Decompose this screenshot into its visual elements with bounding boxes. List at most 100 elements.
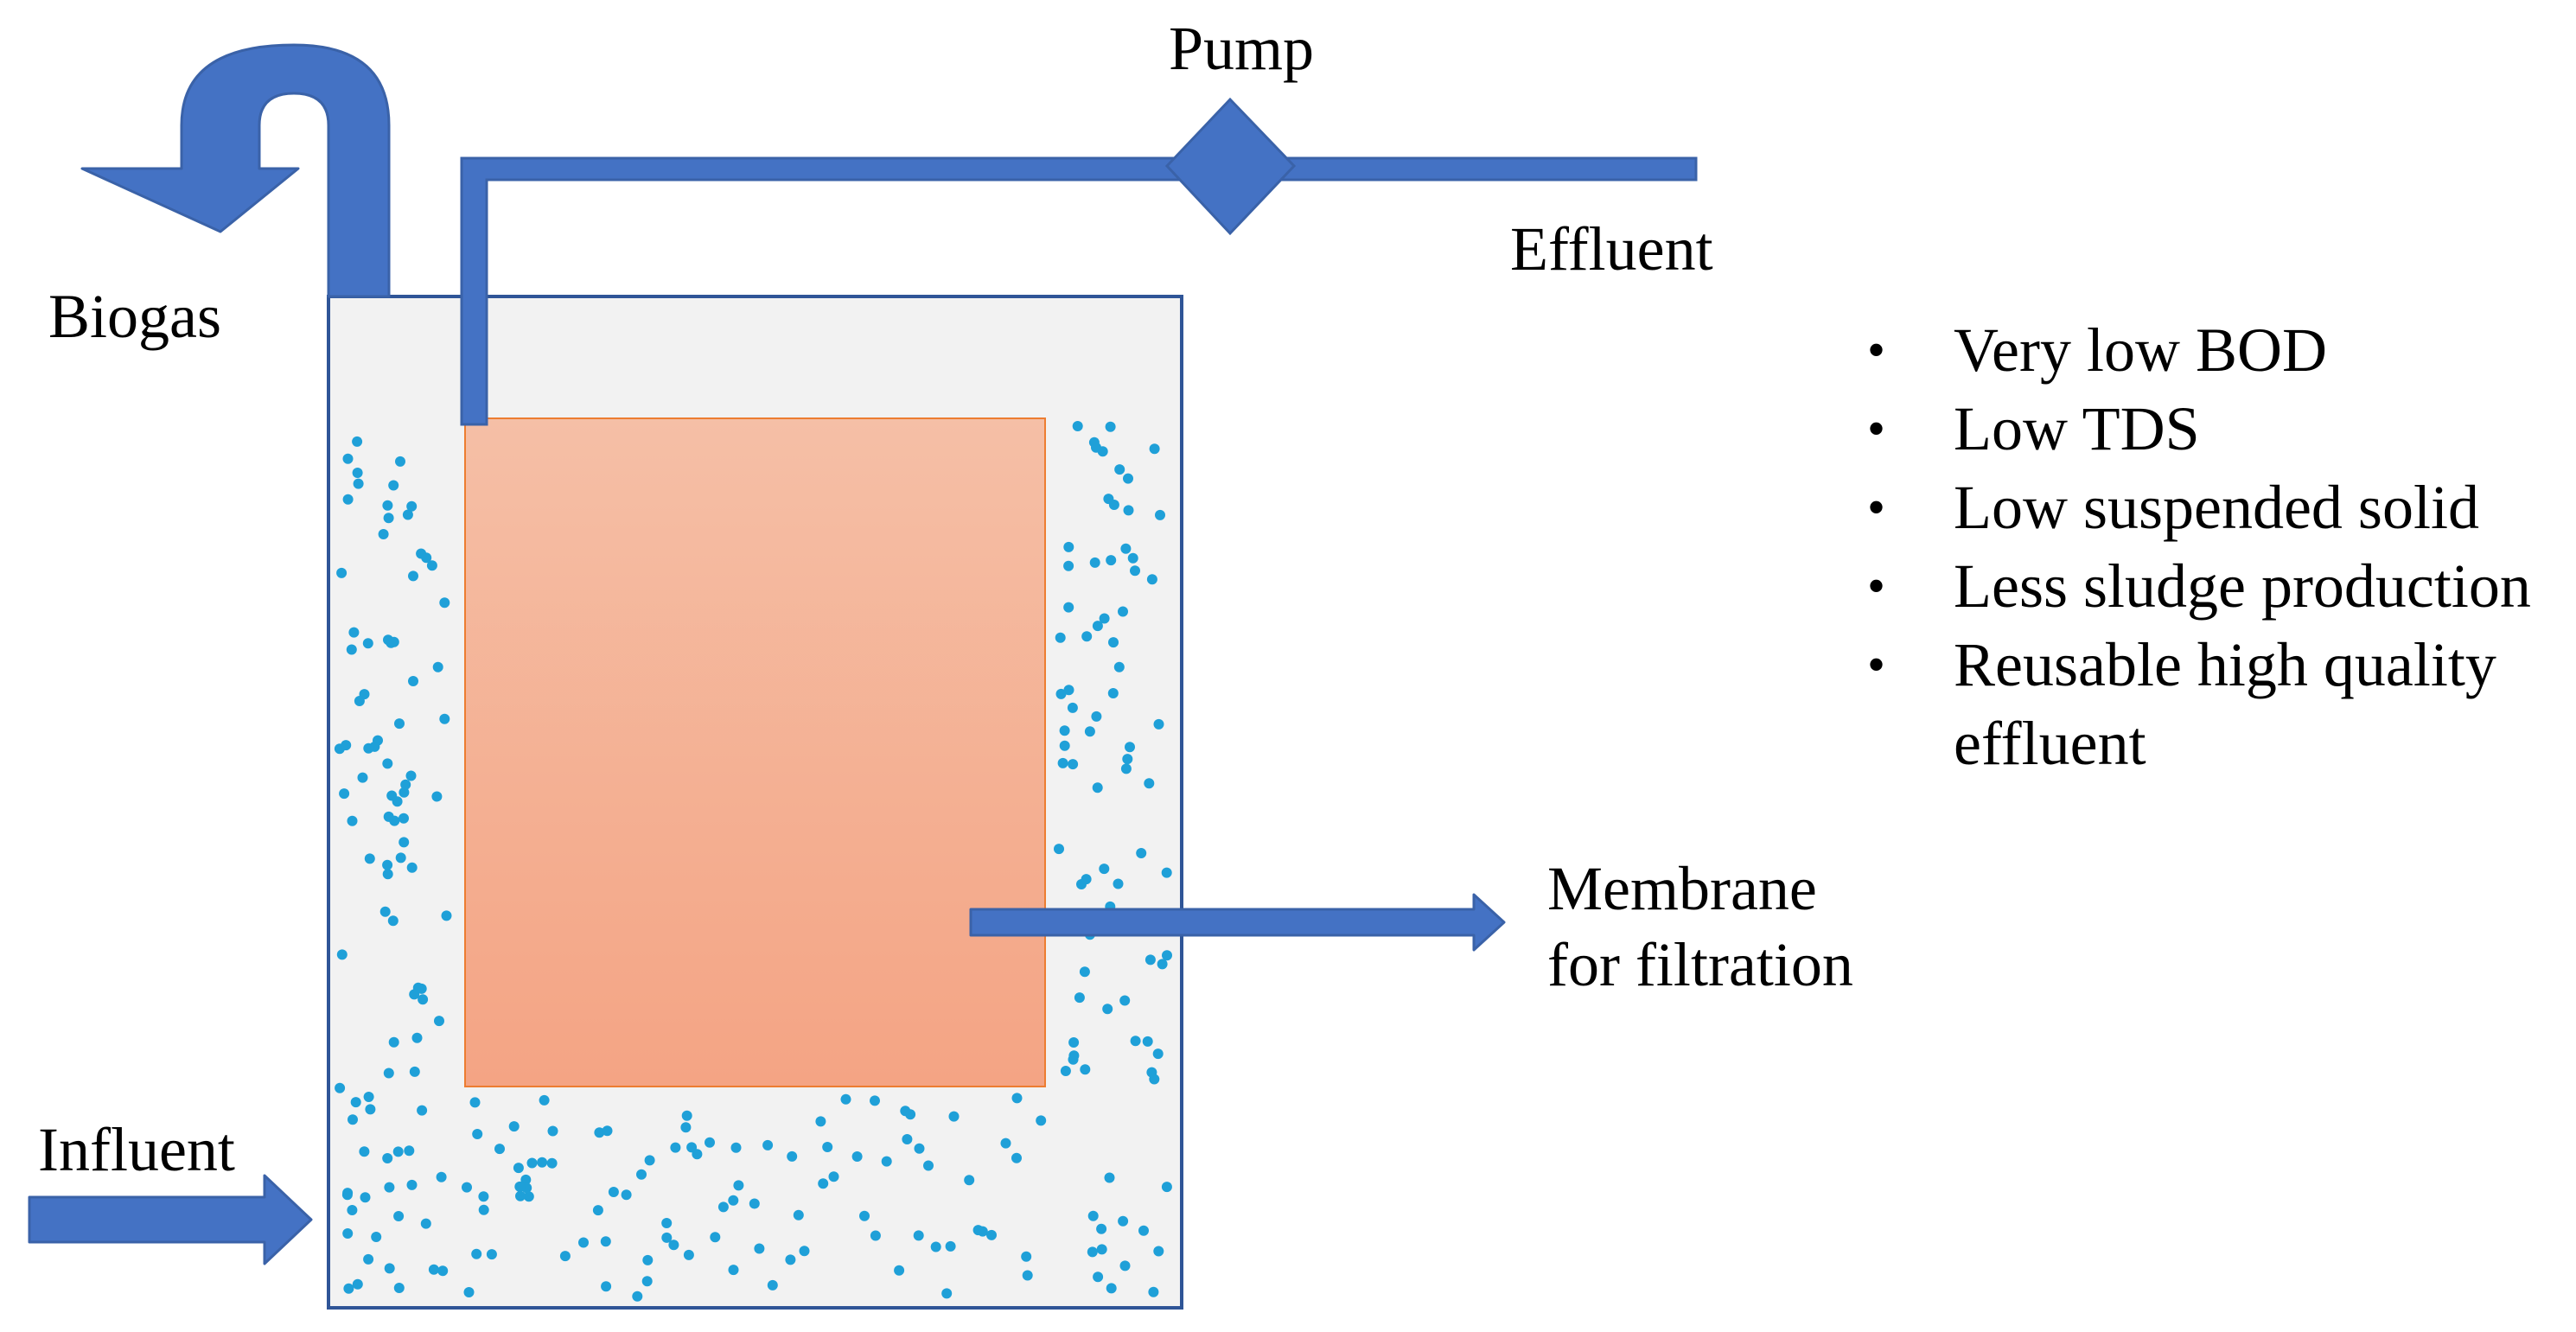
sludge-particle bbox=[1011, 1093, 1023, 1104]
sludge-particle bbox=[1079, 966, 1090, 978]
sludge-particle bbox=[728, 1195, 739, 1206]
membrane-label: Membrane for filtration bbox=[1547, 851, 2066, 1003]
sludge-particle bbox=[352, 1278, 363, 1290]
sludge-particle bbox=[1155, 509, 1165, 520]
sludge-particle bbox=[348, 627, 360, 638]
sludge-particle bbox=[1118, 606, 1128, 617]
sludge-particle bbox=[1108, 637, 1119, 648]
sludge-particle bbox=[754, 1243, 765, 1254]
sludge-particle bbox=[363, 1092, 374, 1102]
sludge-particle bbox=[1125, 742, 1135, 753]
sludge-particle bbox=[1081, 631, 1093, 642]
sludge-particle bbox=[1068, 759, 1079, 770]
sludge-particle bbox=[1059, 725, 1070, 736]
sludge-particle bbox=[1080, 1064, 1091, 1075]
sludge-particle bbox=[859, 1210, 870, 1221]
sludge-particle bbox=[767, 1279, 778, 1291]
sludge-particle bbox=[608, 1187, 619, 1197]
sludge-particle bbox=[406, 500, 418, 512]
sludge-particle bbox=[353, 478, 364, 489]
sludge-particle bbox=[1091, 711, 1102, 722]
sludge-particle bbox=[441, 910, 452, 921]
sludge-particle bbox=[1130, 565, 1140, 577]
sludge-particle bbox=[486, 1249, 497, 1260]
sludge-particle bbox=[787, 1150, 798, 1162]
sludge-particle bbox=[463, 1287, 475, 1297]
sludge-particle bbox=[1093, 1271, 1104, 1283]
pump-icon bbox=[1164, 97, 1297, 236]
membrane-module bbox=[464, 417, 1046, 1087]
sludge-particle bbox=[539, 1094, 550, 1106]
sludge-particle bbox=[471, 1248, 482, 1259]
sludge-particle bbox=[394, 718, 405, 730]
sludge-particle bbox=[411, 1032, 423, 1043]
sludge-particle bbox=[686, 1142, 698, 1153]
sludge-particle bbox=[342, 1228, 354, 1239]
sludge-particle bbox=[346, 644, 357, 655]
sludge-particle bbox=[341, 740, 352, 751]
sludge-particle bbox=[683, 1249, 694, 1260]
feature-item: Less sludge production bbox=[1859, 547, 2567, 626]
sludge-particle bbox=[404, 1145, 415, 1157]
sludge-particle bbox=[870, 1095, 880, 1106]
sludge-particle bbox=[399, 837, 410, 848]
sludge-particle bbox=[418, 994, 429, 1005]
sludge-particle bbox=[972, 1225, 984, 1236]
sludge-particle bbox=[379, 906, 391, 917]
feature-item: Low suspended solid bbox=[1859, 468, 2567, 547]
sludge-particle bbox=[432, 661, 443, 672]
sludge-particle bbox=[439, 713, 450, 724]
sludge-particle bbox=[1089, 557, 1100, 568]
sludge-particle bbox=[1113, 661, 1125, 672]
sludge-particle bbox=[388, 1036, 399, 1048]
sludge-particle bbox=[371, 1232, 382, 1242]
sludge-particle bbox=[406, 862, 418, 873]
sludge-particle bbox=[426, 560, 437, 571]
sludge-particle bbox=[357, 772, 368, 783]
sludge-particle bbox=[387, 915, 399, 927]
sludge-particle bbox=[462, 1182, 472, 1193]
sludge-particle bbox=[383, 1068, 394, 1079]
sludge-particle bbox=[1120, 763, 1132, 774]
sludge-particle bbox=[384, 1263, 395, 1274]
sludge-particle bbox=[399, 787, 410, 798]
sludge-particle bbox=[378, 529, 389, 539]
sludge-particle bbox=[1149, 1074, 1160, 1085]
sludge-particle bbox=[364, 853, 375, 864]
membrane-label-line2: for filtration bbox=[1547, 930, 1853, 999]
sludge-particle bbox=[1106, 1283, 1117, 1294]
sludge-particle bbox=[1081, 874, 1092, 885]
sludge-particle bbox=[1057, 757, 1068, 768]
sludge-particle bbox=[343, 1283, 354, 1294]
sludge-particle bbox=[905, 1109, 916, 1120]
sludge-particle bbox=[1152, 1048, 1164, 1060]
sludge-particle bbox=[592, 1205, 603, 1216]
sludge-particle bbox=[822, 1142, 833, 1152]
sludge-particle bbox=[668, 1240, 679, 1251]
sludge-particle bbox=[469, 1097, 481, 1108]
sludge-particle bbox=[399, 813, 409, 824]
sludge-particle bbox=[1114, 464, 1125, 475]
sludge-particle bbox=[749, 1198, 760, 1209]
sludge-particle bbox=[395, 456, 405, 467]
feature-item: Very low BOD bbox=[1859, 311, 2567, 390]
sludge-particle bbox=[420, 1218, 431, 1229]
sludge-particle bbox=[828, 1171, 839, 1182]
sludge-particle bbox=[382, 1153, 393, 1163]
sludge-particle bbox=[382, 500, 393, 511]
sludge-particle bbox=[1130, 1036, 1141, 1047]
sludge-particle bbox=[870, 1230, 881, 1241]
membrane-pointer-arrow bbox=[969, 893, 1506, 952]
sludge-particle bbox=[1096, 1223, 1107, 1234]
sludge-particle bbox=[1036, 1115, 1047, 1126]
sludge-particle bbox=[1063, 541, 1074, 552]
sludge-particle bbox=[520, 1174, 532, 1185]
sludge-particle bbox=[1113, 878, 1124, 889]
sludge-particle bbox=[342, 494, 354, 505]
sludge-particle bbox=[526, 1157, 538, 1169]
sludge-particle bbox=[881, 1156, 892, 1167]
sludge-particle bbox=[431, 791, 443, 802]
sludge-particle bbox=[1119, 1260, 1131, 1271]
sludge-particle bbox=[1099, 613, 1110, 624]
sludge-particle bbox=[894, 1265, 905, 1276]
